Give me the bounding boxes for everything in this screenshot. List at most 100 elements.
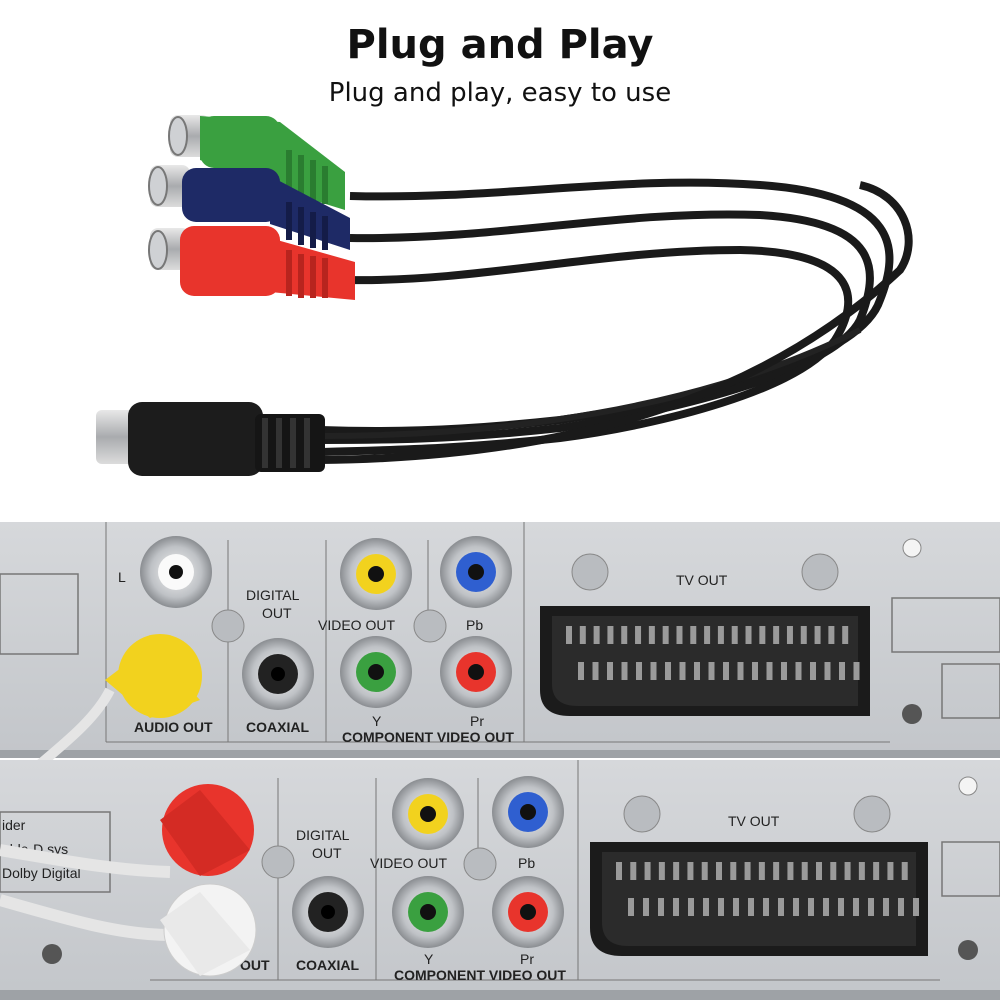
mini-din-plug	[96, 402, 325, 476]
label-digital: DIGITAL	[246, 587, 300, 603]
port-y	[340, 636, 412, 708]
scart-pin	[830, 862, 837, 880]
scart-pin	[810, 662, 816, 680]
scart-pin	[690, 626, 697, 644]
white-rca-plug	[0, 883, 257, 977]
scart-pins	[616, 862, 919, 916]
device-panel-top: L DIGITAL OUT VIDEO OUT Pb TV OUT AUDIO …	[0, 522, 1000, 804]
scart-pin	[628, 898, 634, 916]
scart-pin	[773, 626, 780, 644]
scart-pin	[823, 898, 829, 916]
scart-pin	[795, 662, 802, 680]
scart-pin	[787, 862, 794, 880]
scart-pin	[844, 862, 851, 880]
scart-pin	[748, 898, 754, 916]
scart-pin	[643, 898, 649, 916]
scart-pin	[773, 862, 780, 880]
scart-pin	[824, 662, 831, 680]
device-panel-bottom: ider uble-D sys Dolby Digital DIGITAL OU…	[0, 760, 1000, 1000]
scart-pin	[781, 662, 787, 680]
scart-pin	[579, 626, 586, 644]
port-pr	[492, 876, 564, 948]
label-y: Y	[424, 951, 434, 967]
scart-pin	[673, 862, 680, 880]
scart-pin	[873, 862, 880, 880]
port-coaxial	[242, 638, 314, 710]
screw-icon	[853, 795, 891, 833]
scart-pin	[801, 862, 808, 880]
scart-pin	[607, 662, 613, 680]
scart-pin	[828, 626, 835, 644]
label-video-out: VIDEO OUT	[318, 617, 395, 633]
label-digital: DIGITAL	[296, 827, 350, 843]
label-component-video-out: COMPONENT VIDEO OUT	[394, 967, 566, 983]
screw-icon	[211, 609, 245, 643]
scart-pin	[839, 662, 845, 680]
port-y	[392, 876, 464, 948]
scart-pin	[676, 626, 683, 644]
scart-pin	[723, 662, 729, 680]
label-pb: Pb	[466, 617, 483, 633]
page-title: Plug and Play	[346, 22, 654, 68]
label-tv-out: TV OUT	[728, 813, 780, 829]
scart-pin	[717, 626, 724, 644]
screw-icon	[463, 847, 497, 881]
port-pr	[440, 636, 512, 708]
page-subtitle: Plug and play, easy to use	[328, 78, 672, 108]
port-video-out	[392, 778, 464, 850]
scart-pin	[759, 626, 766, 644]
scart-pin	[901, 862, 908, 880]
scart-pin	[898, 898, 904, 916]
scart-port-bottom	[590, 842, 928, 956]
scart-pin	[665, 662, 671, 680]
scart-pin	[758, 862, 765, 880]
label-tv-out: TV OUT	[676, 572, 728, 588]
scart-pin	[737, 662, 744, 680]
scart-pin	[718, 898, 724, 916]
side-text-1: ider	[2, 817, 26, 833]
screw-icon	[261, 845, 295, 879]
port-coaxial	[292, 876, 364, 948]
scart-pin	[816, 862, 822, 880]
label-coaxial: COAXIAL	[296, 957, 359, 973]
label-audio-out: AUDIO OUT	[134, 719, 213, 735]
scart-pin	[853, 662, 860, 680]
port-audio-l	[140, 536, 212, 608]
green-rca-jack	[168, 115, 345, 210]
red-rca-plug	[0, 784, 254, 878]
scart-pin	[745, 626, 752, 644]
scart-pin	[800, 626, 807, 644]
scart-pin	[842, 626, 849, 644]
scart-pin	[644, 862, 651, 880]
scart-pin	[704, 626, 711, 644]
label-component-video-out: COMPONENT VIDEO OUT	[342, 729, 514, 745]
scart-pin	[662, 626, 669, 644]
scart-pin	[814, 626, 821, 644]
scart-pin	[868, 898, 874, 916]
scart-pin	[778, 898, 784, 916]
scart-pin	[635, 626, 642, 644]
label-pr: Pr	[520, 951, 534, 967]
scart-pin	[658, 862, 665, 880]
label-out: OUT	[262, 605, 292, 621]
scart-pin	[621, 662, 628, 680]
scart-pin	[592, 662, 599, 680]
scart-pin	[766, 662, 773, 680]
label-coaxial: COAXIAL	[246, 719, 309, 735]
scart-pin	[730, 862, 737, 880]
screw-icon	[623, 795, 661, 833]
scart-pin	[703, 898, 709, 916]
scart-pin	[883, 898, 889, 916]
scart-pin	[658, 898, 664, 916]
scart-pin	[716, 862, 722, 880]
scart-pin	[621, 626, 628, 644]
scart-pin	[793, 898, 799, 916]
scart-pin	[858, 862, 865, 880]
scart-pin	[607, 626, 614, 644]
port-video-out	[340, 538, 412, 610]
scart-pin	[853, 898, 859, 916]
port-pb	[440, 536, 512, 608]
screw-icon	[801, 553, 839, 591]
scart-pin	[913, 898, 919, 916]
